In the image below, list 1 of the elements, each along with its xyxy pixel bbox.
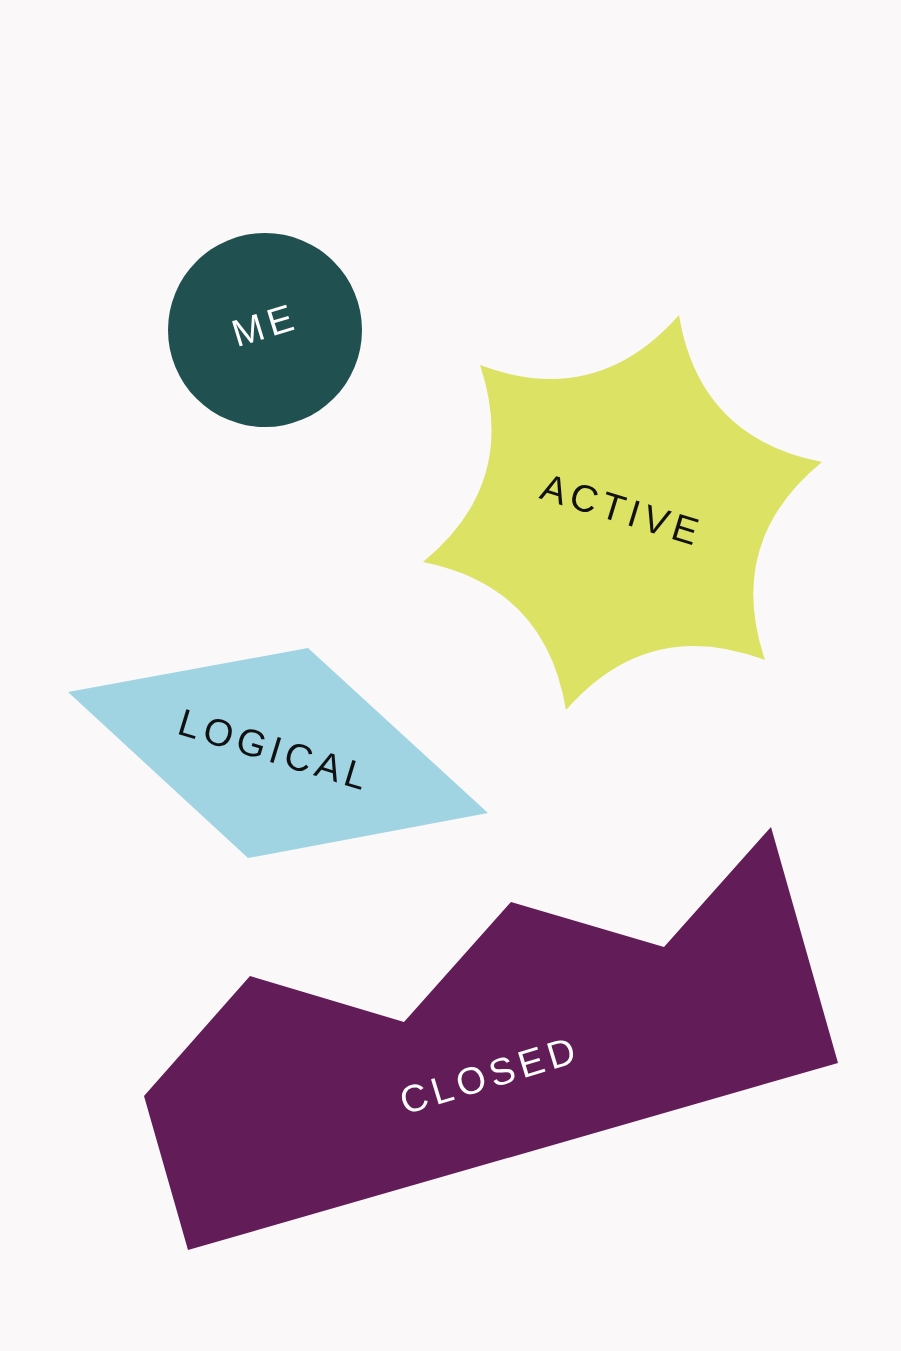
shape-label: ME [227, 297, 303, 353]
